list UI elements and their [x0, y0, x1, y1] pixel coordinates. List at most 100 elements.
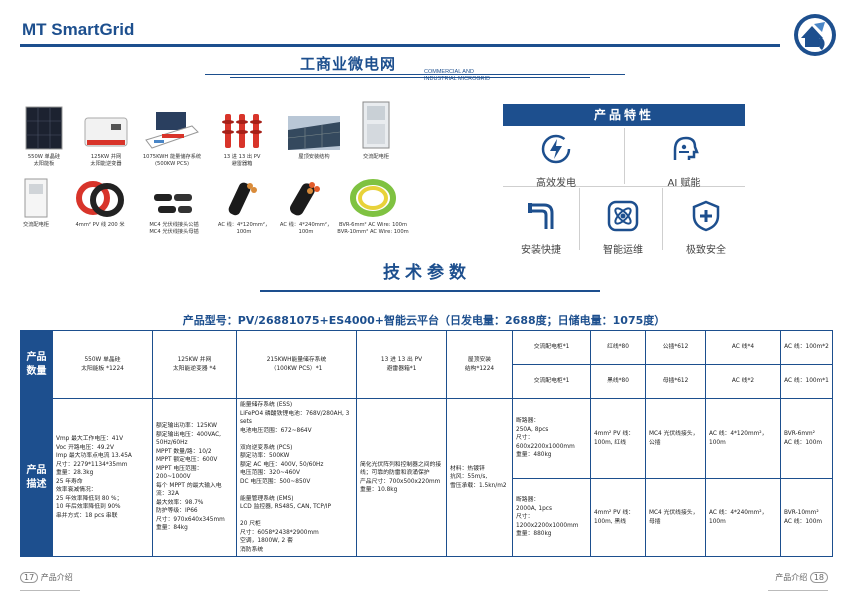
table-row: 断路器： 2000A, 1pcs 尺寸： 1200x2200x1000mm 重量… [21, 478, 833, 557]
table-cell: 断路器： 250A, 8pcs 尺寸： 600x2200x1000mm 重量：4… [512, 397, 591, 480]
ac-cabinet-icon [24, 178, 48, 218]
feature-smart-ops: 智能运维 [587, 199, 659, 256]
divider [579, 188, 580, 250]
section-rule-2 [230, 77, 590, 78]
model-line: 产品型号：PV/26881075+ES4000+智能云平台（日发电量：2688度… [182, 314, 666, 327]
table-cell: AC 线*2 [705, 364, 781, 399]
table-cell: 4mm² PV 线：100m, 红线 [590, 397, 646, 480]
product-ess: 1075KWH 能量储存系统(500KW PCS) [136, 108, 208, 168]
energy-storage-icon [145, 112, 199, 149]
product-ac-cabinet-2: 交流配电柜 [0, 176, 72, 229]
table-cell: 简化光伏阵列和控制器之间的接线；可靠的防雷和浪涌保护 产品尺寸：700x500x… [356, 398, 447, 557]
product-caption: BVR-6mm² AC Wire: 100m [338, 222, 408, 228]
table-cell: Vmp 最大工作电压：41V Voc 开路电压：49.2V Imp 最大功率点电… [52, 398, 153, 557]
product-caption: 太阳能逆变器 [90, 161, 122, 167]
table-row: 产品 描述 Vmp 最大工作电压：41V Voc 开路电压：49.2V Imp … [20, 397, 833, 557]
row-head-quantity: 产品 数量 [20, 330, 53, 399]
table-cell: 黑线*80 [590, 364, 646, 399]
bvr-wire-icon [350, 179, 396, 217]
product-caption: 125KW 并网 [90, 154, 122, 160]
table-cell: AC 线：100m*1 [780, 364, 833, 399]
page-number: 17 [20, 572, 39, 583]
product-caption: 4mm² PV 线 200 米 [75, 222, 125, 228]
features-title: 产品特性 [503, 104, 745, 126]
section-title: 工商业微电网 [300, 55, 397, 73]
atom-icon [607, 200, 639, 232]
inverter-icon [84, 117, 128, 147]
mc4-connector-icon [154, 194, 192, 213]
roof-mount-icon [288, 116, 340, 150]
footer-rule [20, 590, 80, 591]
product-caption: AC 线：4*120mm²， [217, 222, 271, 228]
shield-plus-icon [692, 200, 720, 232]
table-cell: 550W 单晶硅 太阳能板 *1224 [52, 330, 153, 399]
product-caption: 避雷器箱 [231, 161, 253, 167]
brand-title: MT SmartGrid [22, 20, 135, 39]
table-cell: 125KW 并网 太阳能逆变器 *4 [152, 330, 237, 399]
product-caption: 交流配电柜 [363, 154, 389, 160]
solar-panel-icon [25, 106, 63, 150]
product-caption: (500KW PCS) [155, 161, 189, 167]
feature-high-efficiency: 高效发电 [520, 132, 592, 189]
product-ac-cabinet: 交流配电柜 [340, 101, 412, 161]
row-head-description: 产品 描述 [20, 398, 53, 557]
product-caption: 550W 单晶硅 [27, 154, 61, 160]
table-cell: 红线*80 [590, 330, 646, 365]
footer-rule [768, 590, 828, 591]
table-cell: 13 进 13 出 PV 避雷器箱*1 [356, 330, 447, 399]
table-cell: 能量储存系统 (ESS) LiFePO4 磷酸铁锂电池：768V/280AH, … [236, 398, 357, 557]
divider [503, 186, 745, 187]
table-cell: 交流配电柜*1 [512, 330, 591, 365]
table-cell: 母插*612 [645, 364, 706, 399]
lightning-icon [541, 134, 571, 164]
header-rule [20, 44, 780, 47]
product-caption: 100m [236, 229, 252, 235]
table-cell: 额定输出功率：125KW 额定输出电压：400VAC, 50Hz/60Hz MP… [152, 398, 237, 557]
product-caption: BVR-10mm² AC Wire: 100m [337, 229, 409, 235]
product-caption: 太阳能板 [33, 161, 55, 167]
section-rule [205, 74, 625, 75]
table-cell: BVR-6mm² AC 线：100m [780, 397, 833, 480]
feature-quick-install: 安装快捷 [505, 199, 577, 256]
divider [624, 128, 625, 184]
tech-rule [260, 290, 600, 292]
ac-cabinet-icon [362, 101, 390, 149]
product-solar-panel: 550W 单晶硅太阳能板 [8, 106, 80, 168]
pv-cable-icon [76, 181, 124, 217]
table-row: 产品 数量 550W 单晶硅 太阳能板 *1224 125KW 并网 太阳能逆变… [20, 330, 833, 399]
feature-label: 高效发电 [536, 178, 576, 189]
divider [662, 188, 663, 250]
feature-ai: AI 赋能 [648, 132, 720, 189]
ac-cable-icon [228, 182, 257, 216]
page-number: 18 [809, 572, 828, 583]
feature-label: 智能运维 [603, 245, 643, 256]
table-cell: 断路器： 2000A, 1pcs 尺寸： 1200x2200x1000mm 重量… [512, 478, 591, 557]
product-mounting: 屋顶安装结构 [278, 108, 350, 161]
pipe-install-icon [528, 203, 554, 229]
table-cell: 215KWH能量储存系统 （100KW PCS）*1 [236, 330, 357, 399]
company-logo-icon [794, 14, 836, 56]
ac-cable-icon [290, 182, 320, 216]
table-cell: 屋顶安装 结构*1224 [446, 330, 513, 399]
section-subtitle-line-1: COMMERCIAL AND [424, 69, 474, 75]
footer-left: 17 产品介绍 [20, 572, 73, 583]
table-cell: MC4 光伏线接头，母插 [645, 478, 706, 557]
product-pv-cable: 4mm² PV 线 200 米 [64, 176, 136, 229]
table-cell: BVR-10mm² AC 线：100m [780, 478, 833, 557]
table-cell: AC 线：100m*2 [780, 330, 833, 365]
product-caption: 1075KWH 能量储存系统 [142, 154, 202, 160]
table-cell: 材料：热镀锌 抗风：55m/s, 雪压承载：1.5kn/m2 [446, 398, 513, 557]
feature-label: AI 赋能 [667, 178, 701, 189]
spec-table: 产品 数量 550W 单晶硅 太阳能板 *1224 125KW 并网 太阳能逆变… [20, 330, 833, 557]
feature-label: 安装快捷 [521, 245, 561, 256]
tech-title: 技术参数 [383, 263, 471, 283]
product-caption: AC 线：4*240mm²， [279, 222, 333, 228]
lightning-arrester-icon [222, 114, 262, 148]
table-row: 交流配电柜*1 黑线*80 母插*612 AC 线*2 AC 线：100m*1 [21, 364, 833, 399]
product-caption: 13 进 13 出 PV [223, 154, 261, 160]
product-ac-cable-120: AC 线：4*120mm²，100m [208, 176, 280, 236]
product-caption: MC4 光伏线接头母插 [149, 229, 199, 235]
